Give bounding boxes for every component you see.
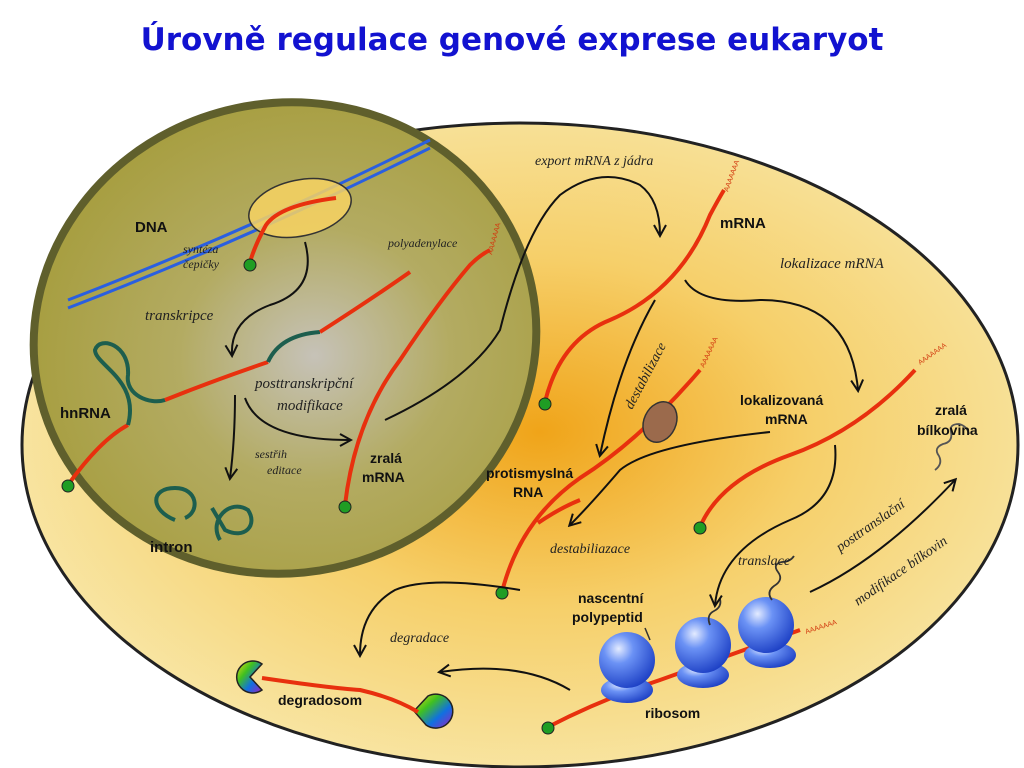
ribosome — [599, 632, 655, 703]
ribosome — [738, 597, 796, 668]
label-hnrna: hnRNA — [60, 405, 111, 422]
arrow-to-mature — [244, 397, 350, 440]
hnrna-intron — [92, 341, 166, 426]
arrow-degradation — [360, 581, 521, 656]
label-transkripce: transkripce — [145, 308, 214, 324]
label-nascentni: nascentní — [578, 590, 644, 606]
arrow-transcription — [232, 241, 309, 355]
label-cepicky: čepičky — [183, 257, 220, 271]
cap — [693, 521, 707, 535]
destabilizing-protein — [642, 401, 678, 443]
degraded-mrna — [261, 676, 420, 714]
polypeptide-pointer — [644, 627, 651, 641]
label-sestrih: sestřih — [255, 447, 287, 461]
mature-protein — [934, 423, 970, 471]
label-intron: intron — [150, 539, 193, 556]
label-modifikace: modifikace — [277, 398, 343, 414]
arrow-export — [384, 176, 660, 421]
hnrna-exon — [318, 270, 412, 334]
label-translace: translace — [738, 554, 790, 569]
label-synteza: syntéza — [183, 242, 218, 256]
nascent-transcript — [248, 196, 337, 263]
mature-mrna-nucleus — [343, 248, 491, 506]
label-mrna: mRNA — [720, 215, 766, 232]
arrow-translation — [715, 444, 837, 605]
label-polypeptid: polypeptid — [572, 609, 643, 625]
arrow-destabilization — [600, 299, 656, 455]
intron-lariat — [154, 485, 197, 522]
degradosome — [235, 660, 264, 694]
label-protismyslna: protismyslná — [486, 465, 573, 481]
hnrna-exon — [66, 423, 129, 487]
label-posttranskripcni: posttranskripční — [254, 376, 355, 392]
cap — [338, 500, 352, 514]
label-destabiliazace: destabiliazace — [550, 542, 630, 557]
nucleus — [29, 98, 541, 578]
arrow-destabiliazace — [570, 431, 771, 525]
cap — [541, 721, 555, 735]
dna-strand — [67, 138, 431, 310]
label-editace: editace — [267, 463, 302, 477]
arrow-posttranslational — [809, 480, 955, 593]
label-bilkovina: bílkovina — [917, 422, 978, 438]
label-lokalizovana-mrna: mRNA — [765, 411, 808, 427]
transcription-bubble — [248, 177, 352, 239]
cap — [243, 258, 257, 272]
label-zrala-bilkovina: zralá — [935, 402, 967, 418]
intron-lariat — [210, 504, 254, 542]
label-ribosom: ribosom — [645, 705, 700, 721]
label-zrala-mrna: mRNA — [362, 469, 405, 485]
arrow-to-degradosom — [440, 669, 571, 691]
ribosome — [675, 617, 731, 688]
label-polyadenylace: polyadenylace — [387, 236, 458, 250]
cytoplasmic-mrna — [543, 188, 726, 403]
page-title: Úrovně regulace genové exprese eukaryot — [140, 22, 884, 58]
cap — [61, 479, 75, 493]
localized-mrna — [698, 368, 917, 528]
label-dna: DNA — [135, 219, 168, 236]
label-zrala-mrna: zralá — [370, 450, 402, 466]
label-degradosom: degradosom — [278, 692, 362, 708]
cap — [538, 397, 552, 411]
label-export: export mRNA z jádra — [535, 154, 653, 169]
arrow-localization — [684, 279, 858, 390]
hnrna-intron — [266, 330, 321, 363]
degradosome — [412, 693, 454, 729]
label-degradace: degradace — [390, 631, 449, 646]
nascent-polypeptide — [768, 555, 795, 601]
label-lokalizovana: lokalizovaná — [740, 392, 823, 408]
arrow-splicing — [230, 394, 235, 478]
label-lokalizace-mrna: lokalizace mRNA — [780, 256, 885, 272]
label-protismyslna-rna: RNA — [513, 484, 543, 500]
antisense-rna — [536, 498, 581, 525]
hnrna-exon — [164, 360, 269, 402]
